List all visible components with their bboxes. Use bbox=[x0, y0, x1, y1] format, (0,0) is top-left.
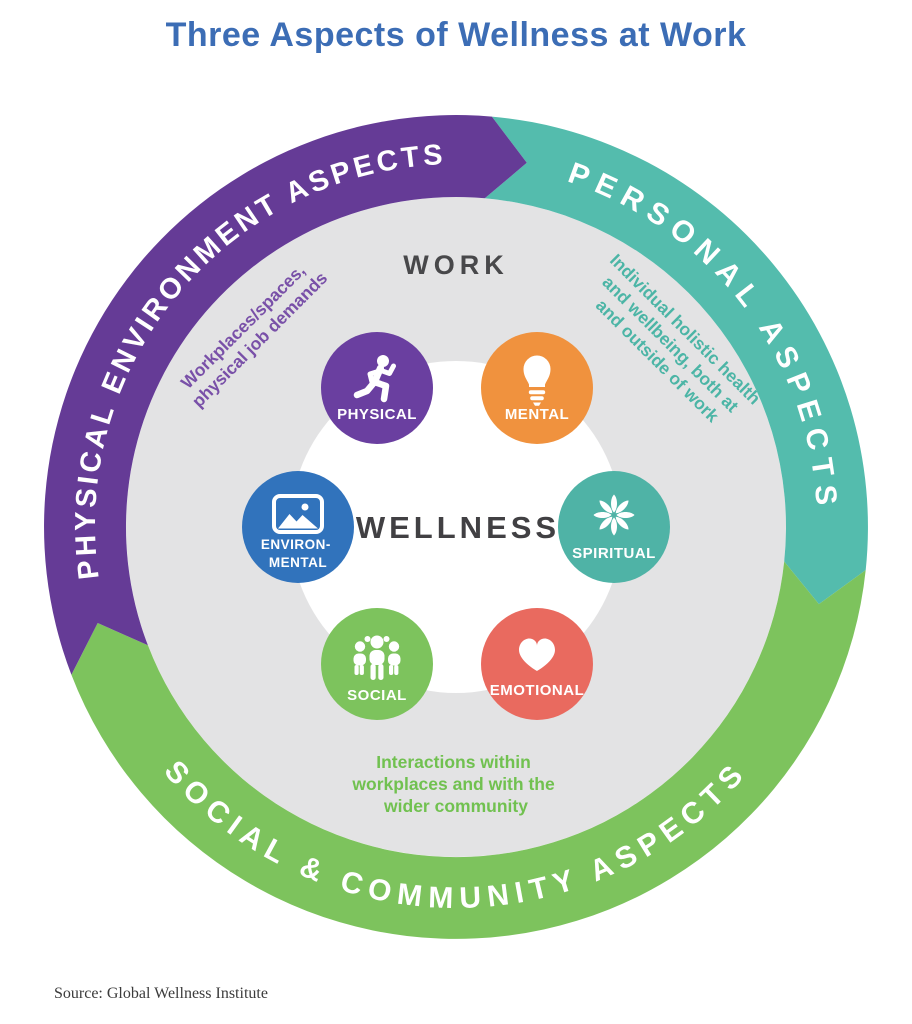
segment-social-community-aspects bbox=[71, 561, 866, 939]
dimension-mental: MENTAL bbox=[481, 332, 593, 444]
work-label: WORK bbox=[403, 250, 508, 280]
physical-circle bbox=[321, 332, 433, 444]
segment-personal-aspects bbox=[484, 116, 868, 605]
flower-icon bbox=[593, 494, 635, 536]
social-community-note: Interactions within workplaces and with … bbox=[351, 752, 559, 816]
environmental-label: ENVIRON- MENTAL bbox=[261, 537, 335, 570]
physical-label: PHYSICAL bbox=[337, 406, 417, 423]
page-title: Three Aspects of Wellness at Work bbox=[165, 16, 747, 54]
wellness-label: WELLNESS bbox=[356, 510, 560, 545]
dimension-environmental: ENVIRON- MENTAL bbox=[242, 471, 354, 583]
segment-physical-environment-aspects bbox=[44, 115, 527, 675]
runner-icon bbox=[353, 355, 396, 403]
social-label: SOCIAL bbox=[347, 687, 407, 704]
mental-circle bbox=[481, 332, 593, 444]
source-attribution: Source: Global Wellness Institute bbox=[54, 985, 268, 1002]
dimension-emotional: EMOTIONAL bbox=[481, 608, 593, 720]
dimension-spiritual: SPIRITUAL bbox=[558, 471, 670, 583]
heart-icon bbox=[519, 638, 555, 671]
photo-icon bbox=[272, 494, 324, 534]
dimension-physical: PHYSICAL bbox=[321, 332, 433, 444]
lightbulb-icon bbox=[523, 355, 551, 406]
spiritual-label: SPIRITUAL bbox=[572, 545, 656, 562]
people-icon bbox=[353, 635, 401, 680]
mental-label: MENTAL bbox=[505, 406, 569, 423]
dimension-social: SOCIAL bbox=[321, 608, 433, 720]
emotional-label: EMOTIONAL bbox=[490, 682, 585, 699]
